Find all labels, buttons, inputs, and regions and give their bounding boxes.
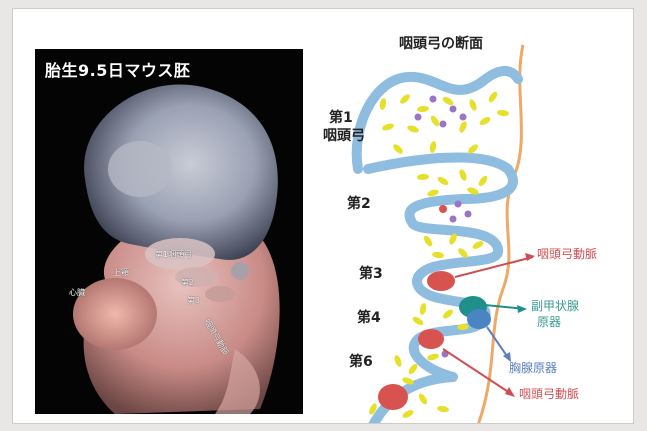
figure-frame: 胎生9.5日マウス胚 第1咽頭弓 上顎 心臓 第2 第3 咽頭弓動脈 <box>12 8 634 424</box>
mesenchyme-cell <box>429 114 441 127</box>
neural-crest-cell <box>430 96 437 103</box>
mesenchyme-cell <box>381 122 394 131</box>
neural-crest-cell <box>415 114 422 121</box>
arch1-sublabel: 咽頭弓 <box>323 127 365 145</box>
mesenchyme-cell <box>487 90 499 103</box>
mesenchyme-cell <box>422 234 434 247</box>
mesenchyme-cell <box>437 405 450 413</box>
neural-crest-cell <box>440 121 447 128</box>
photo-label-arch3: 第3 <box>187 295 200 306</box>
thymus-annotation: 胸腺原器 <box>509 361 557 376</box>
photo-label-arch1: 第1咽頭弓 <box>155 249 192 260</box>
mesenchyme-cell <box>426 352 439 361</box>
artery-arch6 <box>378 384 408 410</box>
mesenchyme-cell <box>442 308 455 320</box>
thymus-primordium <box>467 309 491 329</box>
artery-arch3 <box>427 271 455 291</box>
mesenchyme-cell <box>458 120 468 133</box>
arch6-label: 第6 <box>349 353 373 371</box>
embryo-image <box>35 49 303 414</box>
mesenchyme-cell <box>392 143 405 156</box>
mesenchyme-cell <box>432 251 445 259</box>
mesenchyme-cell <box>399 93 412 106</box>
artery-upper-annotation: 咽頭弓動脈 <box>537 247 597 262</box>
artery-arch2 <box>439 205 447 213</box>
artery-arch4 <box>418 329 444 349</box>
mesenchyme-cell <box>393 354 403 367</box>
photo-title: 胎生9.5日マウス胚 <box>45 57 190 81</box>
photo-label-arch2: 第2 <box>181 277 194 288</box>
mesenchyme-cell <box>477 174 489 187</box>
mesenchyme-cell <box>417 173 429 180</box>
mesenchyme-cell <box>436 175 449 186</box>
neural-crest-cell <box>465 211 472 218</box>
mesenchyme-cell <box>471 239 484 250</box>
embryo-photo: 胎生9.5日マウス胚 第1咽頭弓 上顎 心臓 第2 第3 咽頭弓動脈 <box>35 49 303 414</box>
mesenchyme-cell <box>441 95 454 106</box>
artery-lower-annotation: 咽頭弓動脈 <box>519 387 579 402</box>
mesenchyme-cell <box>468 98 478 111</box>
neural-crest-cell <box>450 216 457 223</box>
neural-crest-cell <box>450 106 457 113</box>
arch1-label: 第1 <box>329 109 353 127</box>
mesenchyme-cell <box>429 141 437 154</box>
mesenchyme-cell <box>497 109 510 116</box>
neural-crest-cell <box>455 201 462 208</box>
mesenchyme-cell <box>417 105 430 112</box>
arch4-label: 第4 <box>357 309 381 327</box>
diagram-title: 咽頭弓の断面 <box>399 35 483 53</box>
mesenchyme-cell <box>417 392 428 405</box>
mesenchyme-cell <box>478 115 491 126</box>
parathyroid-annotation-line2: 原器 <box>537 315 561 330</box>
mesenchyme-cell <box>401 409 414 420</box>
parathyroid-annotation-line1: 副甲状腺 <box>531 299 579 314</box>
photo-label-heart: 心臓 <box>69 287 85 298</box>
mesenchyme-cell <box>419 303 427 316</box>
arch2-label: 第2 <box>347 195 371 213</box>
mesenchyme-cell <box>406 124 419 134</box>
pointer-thymus <box>487 327 509 359</box>
arch-section-diagram: 咽頭弓の断面 第1 咽頭弓 第2 第3 第4 第6 咽頭弓動脈 副甲状腺 原器 … <box>313 9 634 424</box>
arch3-label: 第3 <box>359 265 383 283</box>
photo-label-maxilla: 上顎 <box>113 267 129 278</box>
mesenchyme-cell <box>379 98 387 111</box>
neural-crest-cell <box>460 114 467 121</box>
mesenchyme-cell <box>411 315 424 327</box>
mesenchyme-cell <box>458 168 468 181</box>
